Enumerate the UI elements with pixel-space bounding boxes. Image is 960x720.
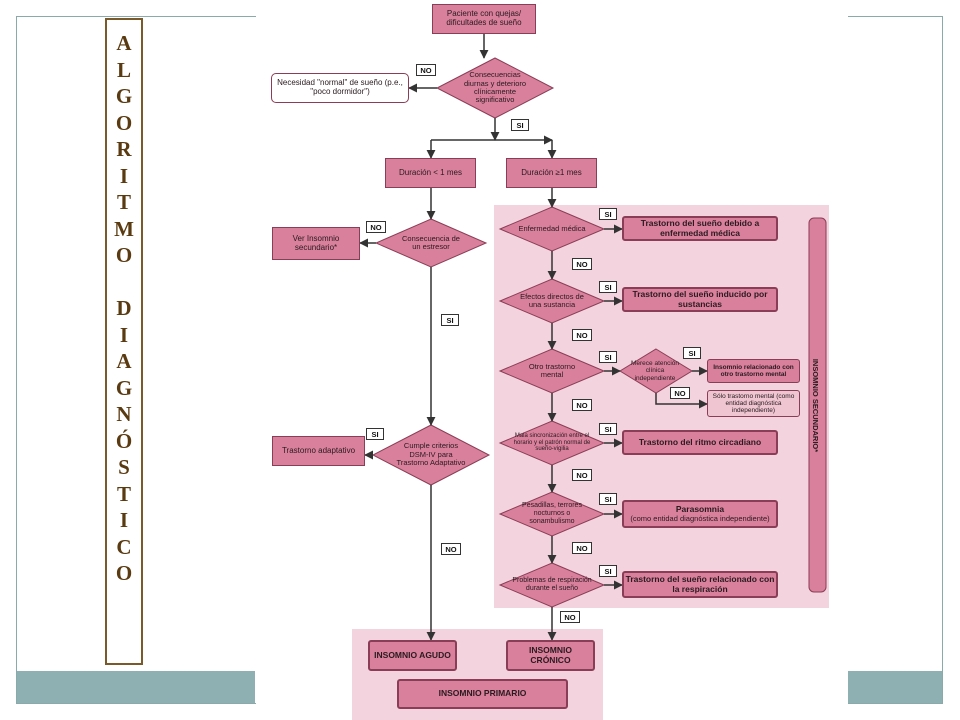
title-letter: M	[114, 216, 134, 241]
yes-tag: SI	[366, 428, 384, 440]
title-letter: I	[119, 322, 129, 347]
title-letter: D	[116, 296, 132, 320]
decision-dsm: Cumple criterios DSM-IV para Trastorno A…	[396, 441, 466, 468]
adjustment-disorder-node: Trastorno adaptativo	[272, 436, 365, 466]
no-tag: NO	[670, 387, 690, 399]
yes-tag: SI	[599, 423, 617, 435]
flow-attention-no	[655, 393, 708, 409]
title-letter: R	[116, 137, 132, 161]
decision-breathing: Problemas de respiración durante el sueñ…	[512, 577, 592, 592]
title-letter: T	[116, 481, 131, 506]
secondary-insomnia-label: INSOMNIO SECUNDARIO*	[811, 358, 821, 452]
acute-insomnia-result: INSOMNIO AGUDO	[368, 640, 457, 671]
title-letter: I	[119, 163, 129, 188]
decision-circadian: Mala sincronización entre el horario y e…	[513, 432, 591, 453]
no-tag: NO	[572, 542, 592, 554]
title-letter: T	[116, 190, 131, 214]
start-node: Paciente con quejas/ dificultades de sue…	[432, 4, 536, 34]
see-secondary-node: Ver Insomnio secundario*	[272, 227, 360, 260]
yes-tag: SI	[441, 314, 459, 326]
decision-medical: Enfermedad médica	[518, 223, 586, 233]
decision-consequences: Consecuencias diurnas y deterioro clínic…	[463, 70, 527, 105]
no-tag: NO	[366, 221, 386, 233]
normal-sleep-need-node: Necesidad "normal" de sueño (p.e., "poco…	[271, 73, 409, 103]
decision-nightmares: Pesadillas, terrores nocturnos o sonambu…	[522, 502, 582, 525]
secondary-insomnia-bar	[808, 217, 827, 593]
no-tag: NO	[572, 399, 592, 411]
decision-mental: Otro trastorno mental	[528, 361, 576, 379]
title-letter: Ó	[115, 428, 133, 453]
title-letter: O	[115, 561, 133, 585]
flowchart: Paciente con quejas/ dificultades de sue…	[256, 0, 848, 720]
title-letter: I	[119, 508, 129, 532]
no-tag: NO	[572, 469, 592, 481]
title-letter: G	[115, 375, 133, 400]
duration-long-node: Duración ≥1 mes	[506, 158, 597, 188]
title-letter: A	[116, 31, 132, 55]
decision-stressor: Consecuencia de un estresor	[402, 233, 460, 251]
footer-band	[17, 671, 255, 703]
no-tag: NO	[572, 329, 592, 341]
breathing-result: Trastorno del sueño relacionado con la r…	[622, 571, 778, 598]
no-tag: NO	[416, 64, 436, 76]
title-letter: G	[115, 84, 133, 108]
title-letter: L	[116, 57, 131, 82]
no-tag: NO	[572, 258, 592, 270]
yes-tag: SI	[599, 281, 617, 293]
title-letter: O	[115, 243, 133, 267]
yes-tag: SI	[599, 208, 617, 220]
chronic-insomnia-result: INSOMNIO CRÓNICO	[506, 640, 595, 671]
title-letter	[107, 269, 141, 296]
title-letter: N	[116, 402, 132, 426]
decision-substance: Efectos directos de una sustancia	[520, 291, 584, 309]
parasomnia-subtitle: (como entidad diagnóstica independiente)	[630, 513, 770, 523]
yes-tag: SI	[599, 493, 617, 505]
primary-insomnia-result: INSOMNIO PRIMARIO	[397, 679, 568, 709]
yes-tag: SI	[511, 119, 529, 131]
circadian-result: Trastorno del ritmo circadiano	[622, 430, 778, 455]
title-letter: O	[115, 110, 133, 135]
title-letter: A	[116, 349, 132, 373]
no-tag: NO	[441, 543, 461, 555]
footer-band	[848, 671, 942, 703]
title-letter: S	[118, 455, 130, 479]
yes-tag: SI	[599, 351, 617, 363]
medical-condition-result: Trastorno del sueño debido a enfermedad …	[622, 216, 778, 241]
mental-only-result: Sólo trastorno mental (como entidad diag…	[707, 390, 800, 417]
substance-result: Trastorno del sueño inducido por sustanc…	[622, 287, 778, 312]
duration-short-node: Duración < 1 mes	[385, 158, 476, 188]
yes-tag: SI	[599, 565, 617, 577]
title-letter: C	[116, 534, 132, 559]
flowchart-canvas	[352, 34, 829, 720]
parasomnia-result: Parasomnia (como entidad diagnóstica ind…	[622, 500, 778, 528]
yes-tag: SI	[683, 347, 701, 359]
mental-related-result: Insomnio relacionado con otro trastorno …	[707, 359, 800, 383]
parasomnia-title: Parasomnia	[675, 504, 725, 515]
no-tag: NO	[560, 611, 580, 623]
decision-attention: Merece atención clínica independiente	[630, 360, 680, 382]
